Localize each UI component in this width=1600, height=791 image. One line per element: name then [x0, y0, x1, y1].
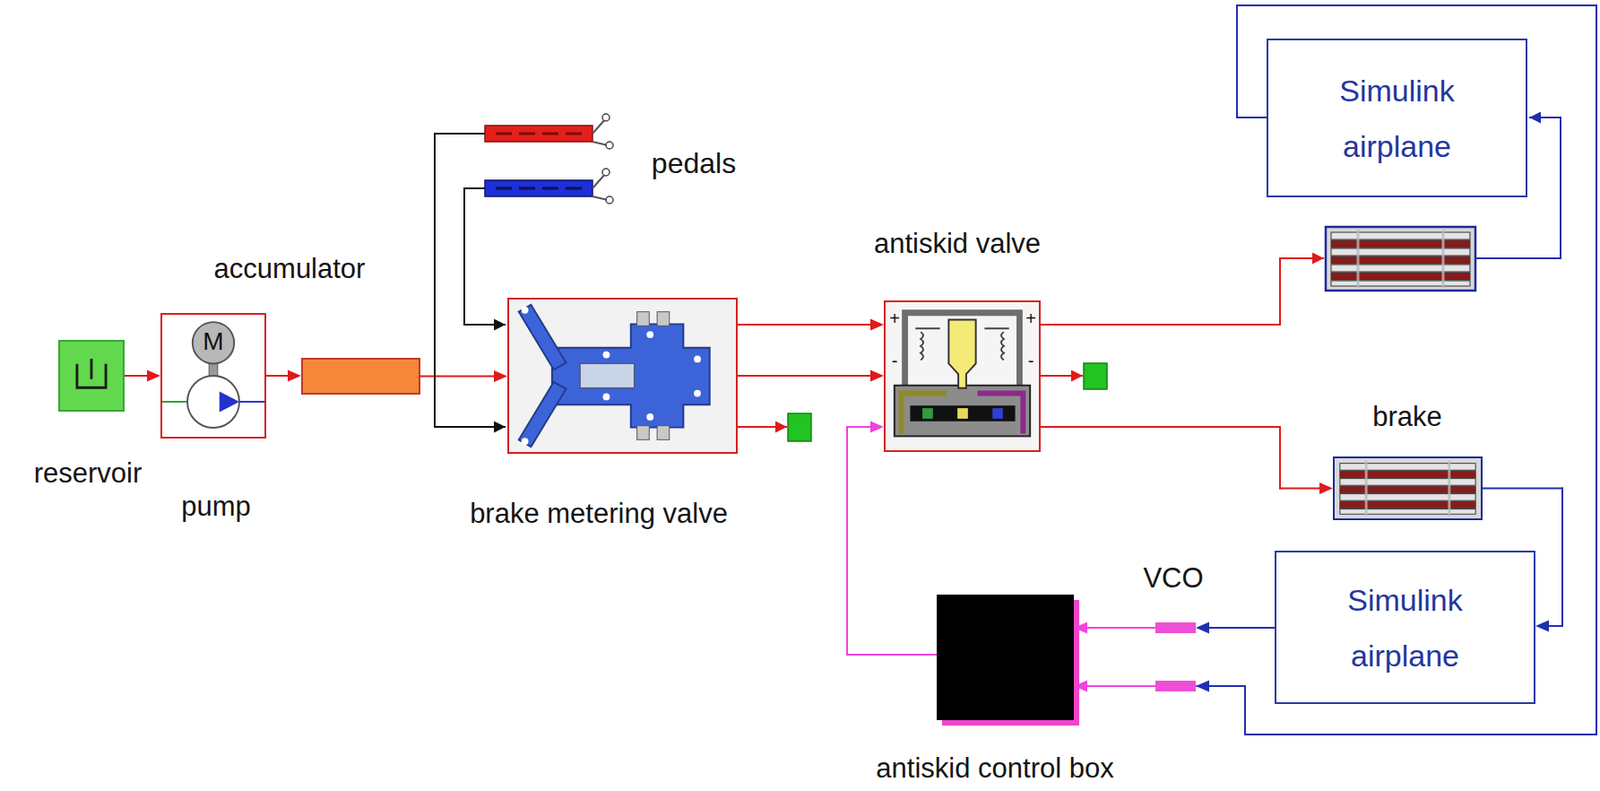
metering-valve-block: brake metering valve: [507, 297, 738, 454]
vco-block: VCO: [1155, 622, 1196, 633]
connector-segment: [1084, 626, 1156, 629]
simulink-block: Simulink airplane: [1274, 550, 1536, 704]
part-label: brake: [1372, 401, 1443, 433]
connector-segment: [1595, 5, 1598, 735]
pedal-wire: [434, 133, 506, 427]
pedal-wire: [464, 188, 506, 325]
connector-segment: [737, 323, 874, 326]
polarity-mark: +: [1025, 309, 1037, 328]
part-label: reservoir: [34, 458, 143, 489]
arrow-head: [493, 370, 508, 382]
connector-segment: [1561, 488, 1564, 627]
output-wire: [1040, 374, 1083, 377]
part-label: accumulator: [214, 253, 366, 285]
arrow-head: [1535, 620, 1549, 632]
reservoir-block: reservoir: [58, 339, 125, 412]
connector-segment: [1280, 487, 1323, 490]
part-label: pedals: [651, 148, 736, 178]
part-label: VCO: [1142, 562, 1203, 594]
antiskid-valve-drawing: [885, 302, 1039, 450]
pedal-blue: [484, 168, 614, 204]
arrow-head: [1195, 622, 1210, 634]
connector-segment: [1482, 487, 1563, 490]
connector-segment: [1279, 426, 1281, 489]
connector-segment: [1040, 425, 1280, 428]
arrow-head: [870, 421, 884, 433]
output-wire: [737, 425, 788, 428]
connector-segment: [420, 375, 497, 378]
block-title: Simulink airplane: [1312, 62, 1483, 174]
polarity-mark: -: [891, 351, 899, 370]
motor-symbol-letter: M: [202, 328, 224, 355]
connector-segment: [737, 374, 874, 377]
connector-segment: [1236, 116, 1267, 119]
brake-disc-stack: [1334, 458, 1481, 519]
arrow-head: [147, 370, 161, 382]
metering-valve-drawing: [509, 299, 736, 452]
flow-connector: [847, 421, 937, 656]
connector-segment: [847, 653, 937, 656]
flow-connector: [124, 370, 161, 382]
flow-connector: [1040, 426, 1333, 494]
arrow-head: [870, 319, 884, 331]
connector-segment: [1206, 626, 1275, 629]
reservoir-symbol: [60, 341, 123, 410]
pedal-red: [484, 113, 614, 149]
brake-block: brake: [1332, 456, 1483, 520]
connector-segment: [847, 425, 874, 428]
flow-connector: [266, 370, 302, 382]
arrow-head: [1073, 680, 1088, 692]
accumulator-block: accumulator: [301, 357, 421, 395]
connector-segment: [1244, 685, 1246, 735]
arrow-head: [1319, 482, 1333, 494]
arrow-head: [1073, 622, 1088, 634]
connector-segment: [846, 426, 848, 655]
connector-segment: [266, 374, 291, 377]
flow-connector: [737, 319, 884, 331]
polarity-mark: +: [889, 309, 900, 328]
antiskid-valve-block: antiskid valve: [883, 300, 1041, 452]
control-box: antiskid control box: [936, 594, 1074, 720]
flow-connector: [420, 370, 508, 382]
connector-segment: [1245, 733, 1597, 736]
output-terminal: [787, 413, 812, 442]
connector-segment: [1236, 4, 1597, 7]
part-label: pump: [181, 491, 251, 522]
part-label: antiskid valve: [873, 228, 1041, 260]
brake-pressure-wire: [1040, 258, 1324, 325]
block-title: Simulink airplane: [1320, 571, 1491, 684]
polarity-mark: -: [1028, 351, 1035, 370]
connector-segment: [124, 374, 150, 377]
flow-connector: [1195, 622, 1275, 634]
flow-connector: [737, 370, 884, 382]
part-label: brake metering valve: [469, 498, 728, 529]
part-label: antiskid control box: [875, 752, 1114, 784]
output-terminal: [1083, 363, 1108, 390]
arrow-head: [287, 370, 302, 382]
flow-connector: [1073, 5, 1597, 735]
converter-block: [1155, 680, 1196, 692]
simulink-block: Simulink airplane: [1266, 38, 1528, 198]
arrow-head: [870, 370, 884, 382]
flow-connector: [1073, 622, 1156, 634]
connector-segment: [1084, 684, 1156, 687]
brake-disc-stack: [1325, 226, 1476, 291]
connector-segment: [1236, 5, 1238, 118]
arrow-head: [1195, 680, 1210, 692]
